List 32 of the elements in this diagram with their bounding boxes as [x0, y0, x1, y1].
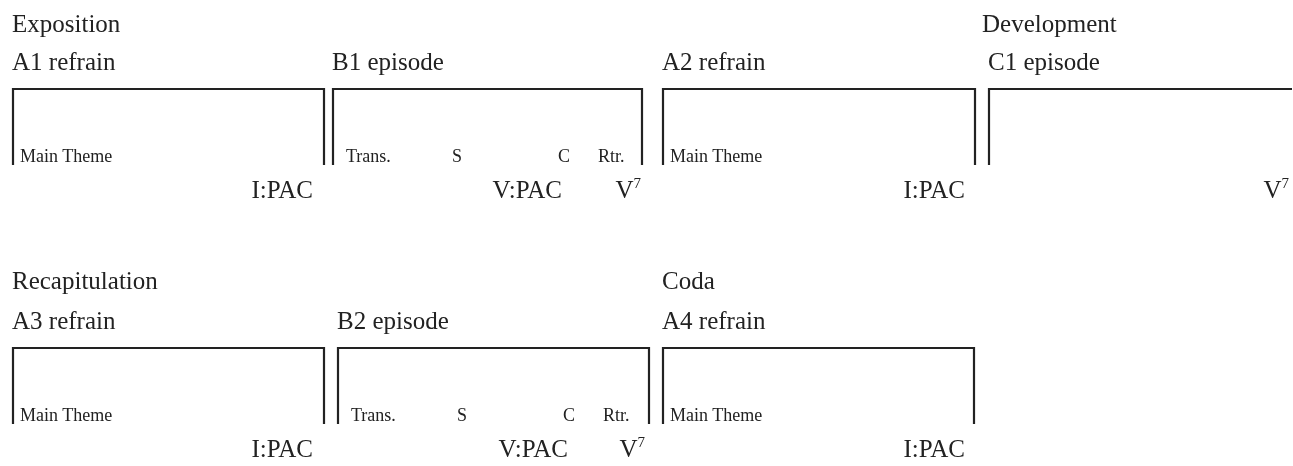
section-title: Recapitulation [12, 267, 158, 295]
cadence-label: I:PAC [903, 176, 965, 204]
subsection-label: Trans. [346, 146, 391, 166]
section-heading: A2 refrain [662, 48, 766, 76]
cadence-label: V$^{7}$ [619, 435, 645, 463]
section-heading: A1 refrain [12, 48, 116, 76]
subsection-label: Main Theme [20, 405, 113, 425]
subsection-label: C [558, 146, 570, 166]
cadence-label: V:PAC [492, 176, 562, 204]
subsection-label: Rtr. [598, 146, 625, 166]
section-title: Exposition [12, 10, 121, 38]
cadence-label: V:PAC [498, 435, 568, 463]
subsection-label: C [563, 405, 575, 425]
section-heading: A3 refrain [12, 307, 116, 335]
cadence-label: V$^{7}$ [615, 176, 641, 204]
subsection-label: Main Theme [670, 146, 763, 166]
subsection-label: Trans. [351, 405, 396, 425]
section-title: Coda [662, 267, 715, 295]
subsection-label: Rtr. [603, 405, 630, 425]
section-heading: C1 episode [988, 48, 1100, 76]
section-title: Development [982, 10, 1117, 38]
section-heading: B2 episode [337, 307, 449, 335]
subsection-label: S [452, 146, 462, 166]
cadence-label: I:PAC [251, 176, 313, 204]
cadence-label: V$^{7}$ [1263, 176, 1289, 204]
cadence-label: I:PAC [251, 435, 313, 463]
subsection-label: Main Theme [670, 405, 763, 425]
subsection-label: Main Theme [20, 146, 113, 166]
cadence-label: I:PAC [903, 435, 965, 463]
section-heading: B1 episode [332, 48, 444, 76]
subsection-label: S [457, 405, 467, 425]
section-heading: A4 refrain [662, 307, 766, 335]
